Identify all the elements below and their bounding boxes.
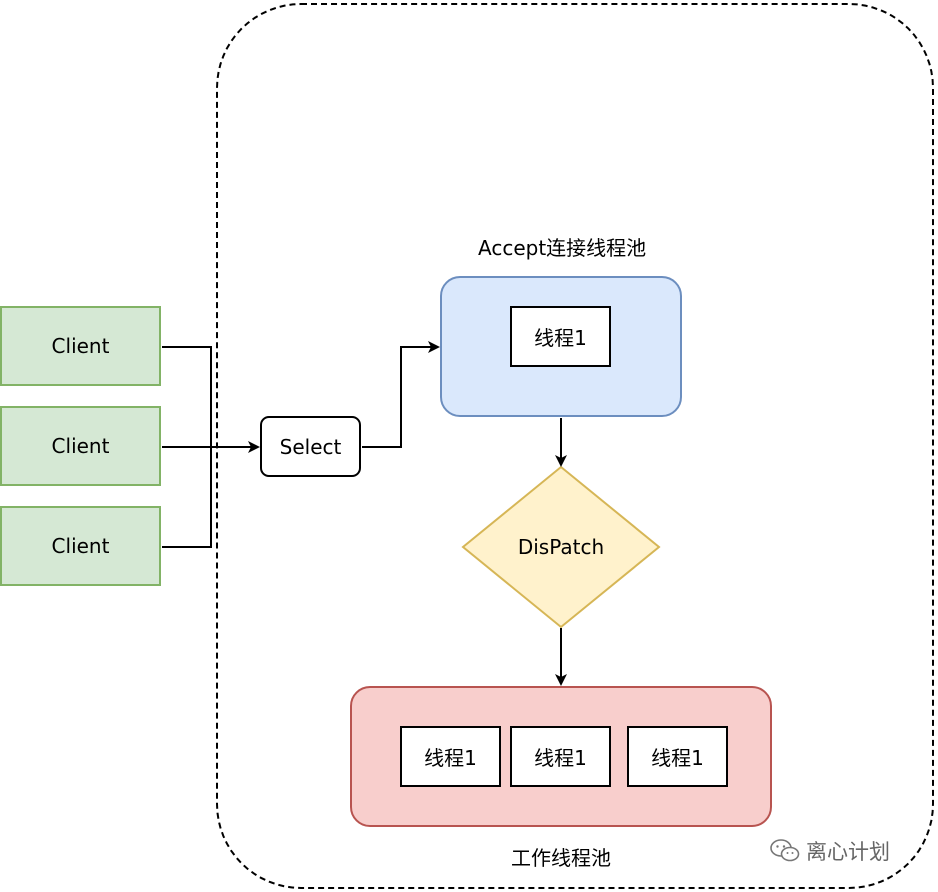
worker-pool-title: 工作线程池 [511,846,611,870]
worker-thread-box-2: 线程1 [510,726,611,787]
watermark: 离心计划 [770,836,890,866]
client-box-1: Client [0,306,161,386]
dispatch-label-wrap: DisPatch [462,466,660,627]
wechat-icon [770,839,800,862]
client-3-connector [162,447,212,548]
accept-pool-title: Accept连接线程池 [478,236,647,260]
select-label: Select [279,434,342,459]
client-box-2: Client [0,406,161,486]
worker-thread-box-1: 线程1 [400,726,501,787]
thread-label: 线程1 [424,746,477,770]
accept-thread-box: 线程1 [510,306,611,367]
select-box: Select [260,416,361,477]
client-box-3: Client [0,506,161,586]
select-to-accept-arrow [362,341,440,448]
dispatch-label: DisPatch [517,534,605,559]
thread-label: 线程1 [534,746,587,770]
thread-label: 线程1 [534,326,587,350]
client-1-connector [162,346,212,447]
client-label: Client [51,334,110,358]
worker-thread-box-3: 线程1 [627,726,728,787]
client-label: Client [51,434,110,458]
client-label: Client [51,534,110,558]
dispatch-diamond [461,465,661,629]
thread-label: 线程1 [651,746,704,770]
watermark-text: 离心计划 [806,840,890,864]
